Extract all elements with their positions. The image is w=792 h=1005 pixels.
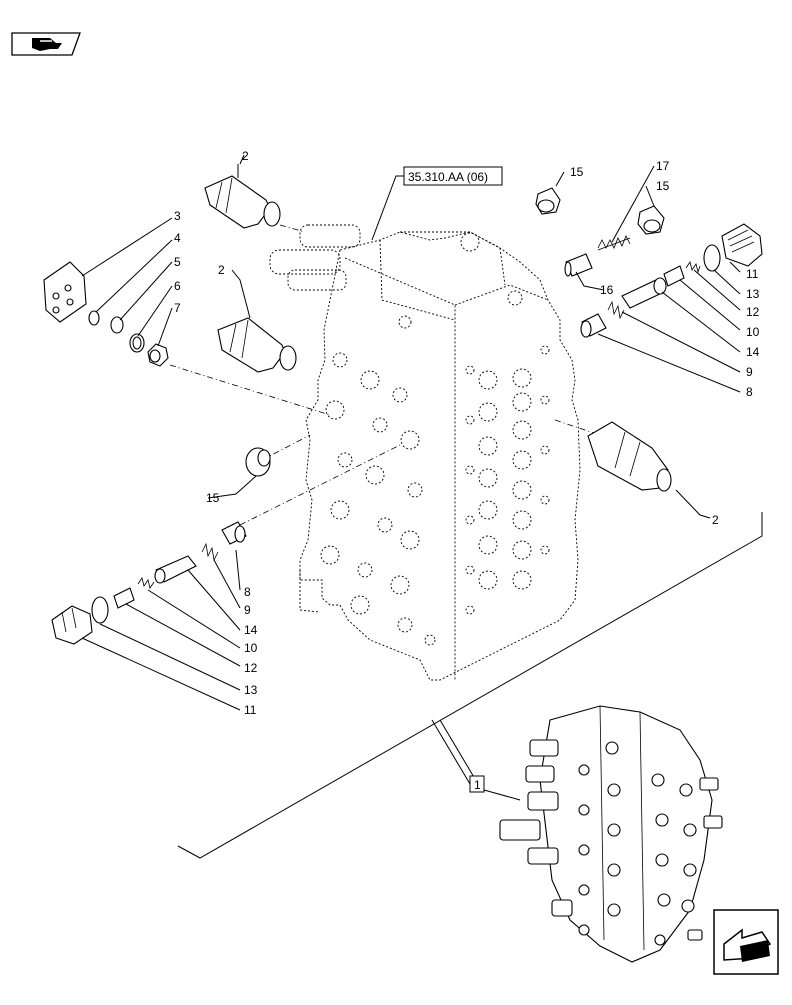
callout-16[interactable]: 16 bbox=[600, 283, 614, 297]
plug-7[interactable] bbox=[147, 343, 169, 367]
callout-15-top[interactable]: 15 bbox=[570, 165, 584, 179]
callout-14-left[interactable]: 14 bbox=[244, 623, 258, 637]
o-ring-13-right[interactable] bbox=[703, 244, 721, 272]
callout-11-right[interactable]: 11 bbox=[746, 267, 759, 281]
callout-5[interactable]: 5 bbox=[174, 255, 181, 269]
piston-14-left[interactable] bbox=[154, 555, 197, 584]
o-ring-13-left[interactable] bbox=[91, 596, 109, 624]
callout-10-left[interactable]: 10 bbox=[244, 641, 258, 655]
callout-9-left[interactable]: 9 bbox=[244, 603, 251, 617]
spring-12-left[interactable] bbox=[137, 577, 155, 589]
callout-2-mid[interactable]: 2 bbox=[218, 263, 225, 277]
spring-17[interactable] bbox=[597, 235, 631, 251]
spring-12-right[interactable] bbox=[685, 261, 701, 274]
relief-valve-top[interactable] bbox=[204, 164, 281, 229]
callout-13-left[interactable]: 13 bbox=[244, 683, 258, 697]
poppet-16[interactable] bbox=[564, 253, 593, 277]
callout-13-right[interactable]: 13 bbox=[746, 287, 760, 301]
reference-label: 35.310.AA (06) bbox=[408, 170, 488, 184]
callout-9-right[interactable]: 9 bbox=[746, 365, 753, 379]
spring-9-right[interactable] bbox=[607, 300, 625, 320]
sleeve-8-left[interactable] bbox=[221, 521, 247, 545]
o-ring-4[interactable] bbox=[88, 310, 100, 326]
callout-14-right[interactable]: 14 bbox=[746, 345, 760, 359]
assembly-reference[interactable]: 1 bbox=[469, 775, 521, 801]
reference-box[interactable]: 35.310.AA (06) bbox=[371, 166, 503, 241]
next-page-arrow-icon[interactable] bbox=[713, 909, 779, 975]
callout-17[interactable]: 17 bbox=[656, 159, 670, 173]
control-valve-body bbox=[269, 224, 581, 681]
pin-10-left[interactable] bbox=[113, 587, 135, 609]
callout-4[interactable]: 4 bbox=[174, 231, 181, 245]
callout-15-left[interactable]: 15 bbox=[206, 491, 220, 505]
callout-10-right[interactable]: 10 bbox=[746, 325, 760, 339]
callout-15-right[interactable]: 15 bbox=[656, 179, 670, 193]
assembly-thumbnail bbox=[499, 705, 723, 963]
o-ring-5[interactable] bbox=[110, 316, 124, 334]
plug-15-right[interactable] bbox=[637, 205, 665, 235]
seal-ring-6[interactable] bbox=[129, 333, 145, 353]
callout-7[interactable]: 7 bbox=[174, 301, 181, 315]
callout-11-left[interactable]: 11 bbox=[244, 703, 257, 717]
callout-6[interactable]: 6 bbox=[174, 279, 181, 293]
callout-2-right[interactable]: 2 bbox=[712, 513, 719, 527]
book-hand-icon[interactable] bbox=[11, 32, 81, 56]
callout-2-top[interactable]: 2 bbox=[242, 149, 249, 163]
relief-valve-right[interactable] bbox=[587, 421, 672, 492]
callout-8-left[interactable]: 8 bbox=[244, 585, 251, 599]
callout-3[interactable]: 3 bbox=[174, 209, 181, 223]
cap-11-left[interactable] bbox=[51, 605, 93, 645]
pin-10-right[interactable] bbox=[663, 265, 685, 287]
flange-plate[interactable] bbox=[43, 261, 87, 323]
assembly-label: 1 bbox=[474, 778, 481, 792]
callout-12-right[interactable]: 12 bbox=[746, 305, 760, 319]
plug-15-left[interactable] bbox=[245, 447, 271, 477]
plug-15-top[interactable] bbox=[535, 187, 561, 215]
spring-9-left[interactable] bbox=[201, 542, 219, 562]
callout-12-left[interactable]: 12 bbox=[244, 661, 258, 675]
relief-valve-mid[interactable] bbox=[217, 317, 297, 373]
piston-14-right[interactable] bbox=[621, 277, 667, 309]
cap-11-right[interactable] bbox=[721, 223, 763, 267]
callout-8-right[interactable]: 8 bbox=[746, 385, 753, 399]
sleeve-8-right[interactable] bbox=[580, 313, 607, 338]
